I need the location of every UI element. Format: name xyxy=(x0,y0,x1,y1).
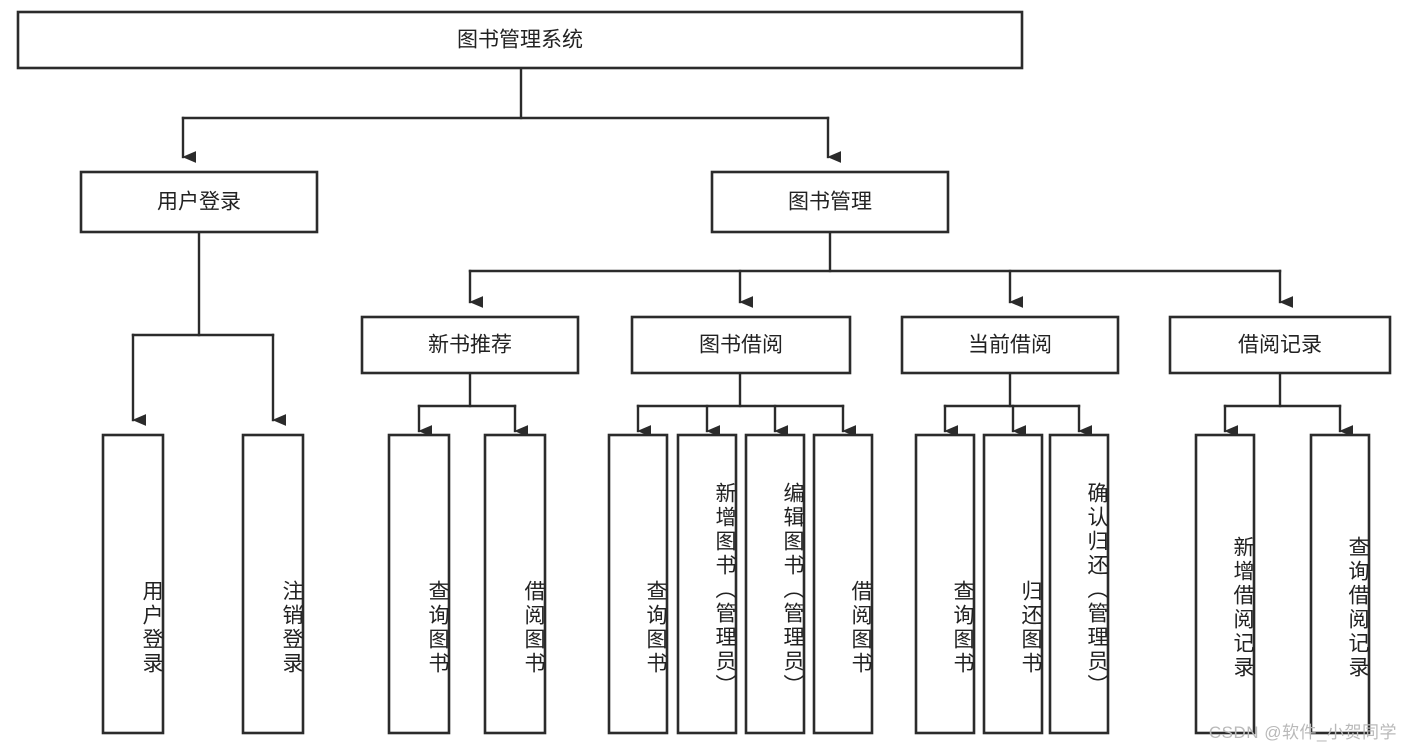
node-box-leaf-query-book-3[interactable] xyxy=(914,433,976,735)
node-label-book-borrow: 图书借阅 xyxy=(699,334,783,357)
node-box-leaf-add-borrow-record[interactable] xyxy=(1194,433,1256,735)
node-box-borrow-record[interactable] xyxy=(1168,315,1392,375)
node-label-current-borrow: 当前借阅 xyxy=(968,334,1052,357)
node-box-leaf-logout[interactable] xyxy=(241,433,305,735)
node-box-leaf-borrow-book-1[interactable] xyxy=(483,433,547,735)
node-label-book-manage: 图书管理 xyxy=(788,191,872,214)
node-box-current-borrow[interactable] xyxy=(900,315,1120,375)
node-box-user-login[interactable] xyxy=(79,170,319,234)
connector-layer xyxy=(131,66,1354,437)
node-box-leaf-query-book-1[interactable] xyxy=(387,433,451,735)
node-layer: 图书管理系统 用户登录 图书管理 新书推荐 图书借阅 当前借阅 借阅记录 xyxy=(16,10,1392,735)
node-label-borrow-record: 借阅记录 xyxy=(1238,334,1322,357)
csdn-watermark: CSDN @软件_小贺同学 xyxy=(1208,723,1397,742)
node-box-new-book-recommend[interactable] xyxy=(360,315,580,375)
node-box-leaf-return-book[interactable] xyxy=(982,433,1044,735)
node-box-leaf-user-login[interactable] xyxy=(101,433,165,735)
node-box-leaf-edit-book-admin[interactable] xyxy=(744,433,806,735)
node-box-leaf-query-book-2[interactable] xyxy=(607,433,669,735)
node-box-book-manage[interactable] xyxy=(710,170,950,234)
node-label-new-book-recommend: 新书推荐 xyxy=(428,334,512,357)
node-box-leaf-query-borrow-record[interactable] xyxy=(1309,433,1371,735)
node-box-book-borrow[interactable] xyxy=(630,315,852,375)
node-box-leaf-borrow-book-2[interactable] xyxy=(812,433,874,735)
node-box-leaf-confirm-return-admin[interactable] xyxy=(1048,433,1110,735)
node-box-root[interactable] xyxy=(16,10,1024,70)
node-label-user-login: 用户登录 xyxy=(157,191,241,214)
node-label-root: 图书管理系统 xyxy=(457,29,583,52)
node-box-leaf-add-book-admin[interactable] xyxy=(676,433,738,735)
